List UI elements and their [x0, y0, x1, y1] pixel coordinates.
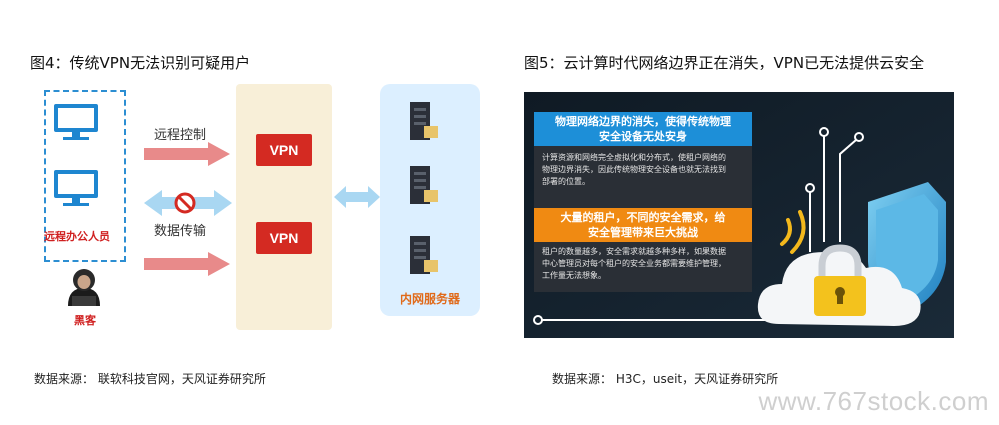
- intranet-server-label: 内网服务器: [399, 292, 460, 306]
- figure5-title: 图5：云计算时代网络边界正在消失，VPN已无法提供云安全: [524, 54, 925, 72]
- arrow-right-icon: [144, 252, 230, 276]
- figure4-diagram: 远程办公人员 黑客 远程控制 数据传输 VPN VPN: [30, 82, 485, 332]
- card-body-line: 租户的数量越多，安全需求就越多种多样，如果数据: [542, 247, 726, 256]
- remote-workers-label: 远程办公人员: [44, 230, 110, 243]
- hacker-icon: [68, 269, 100, 306]
- monitor-icon: [54, 104, 98, 140]
- card-body-line: 计算资源和网络完全虚拟化和分布式，使租户网络的: [542, 153, 726, 162]
- vpn-node: VPN: [256, 134, 312, 166]
- card-body-line: 中心管理员对每个租户的安全业务都需要维护管理，: [542, 259, 726, 268]
- arrow-right-icon: [144, 142, 230, 166]
- bidirectional-arrow-icon: [334, 186, 380, 208]
- card-body-line: 物理边界消失，因此传统物理安全设备也就无法找到: [542, 165, 726, 174]
- card-body-line: 工作量无法想象。: [542, 271, 606, 280]
- info-card: 物理网络边界的消失，使得传统物理 安全设备无处安身 计算资源和网络完全虚拟化和分…: [534, 112, 752, 208]
- intranet-server-panel: 内网服务器: [380, 84, 480, 316]
- data-transfer-label: 数据传输: [154, 224, 207, 239]
- server-icon: [410, 102, 438, 140]
- card-title-line: 大量的租户，不同的安全需求，给: [560, 211, 726, 224]
- figure5-source: 数据来源： H3C，useit，天风证券研究所: [552, 372, 779, 386]
- figure4-title: 图4：传统VPN无法识别可疑用户: [30, 54, 251, 72]
- hacker-label: 黑客: [74, 314, 96, 327]
- server-icon: [410, 236, 438, 274]
- vpn-gateway-panel: VPN VPN: [236, 84, 332, 330]
- remote-workers-group: [44, 90, 126, 262]
- figure5-image: 物理网络边界的消失，使得传统物理 安全设备无处安身 计算资源和网络完全虚拟化和分…: [524, 92, 954, 338]
- watermark: www.767stock.com: [758, 386, 989, 416]
- card-title-line: 物理网络边界的消失，使得传统物理: [555, 115, 731, 128]
- monitor-icon: [54, 170, 98, 206]
- remote-control-label: 远程控制: [154, 128, 207, 143]
- prohibited-icon: [174, 192, 196, 214]
- card-title-line: 安全管理带来巨大挑战: [588, 226, 698, 239]
- server-icon: [410, 166, 438, 204]
- figure4-source: 数据来源： 联软科技官网，天风证券研究所: [34, 372, 266, 386]
- info-card: 大量的租户，不同的安全需求，给 安全管理带来巨大挑战 租户的数量越多，安全需求就…: [534, 208, 752, 292]
- card-body-line: 部署的位置。: [542, 177, 590, 186]
- card-title-line: 安全设备无处安身: [599, 130, 687, 143]
- vpn-node: VPN: [256, 222, 312, 254]
